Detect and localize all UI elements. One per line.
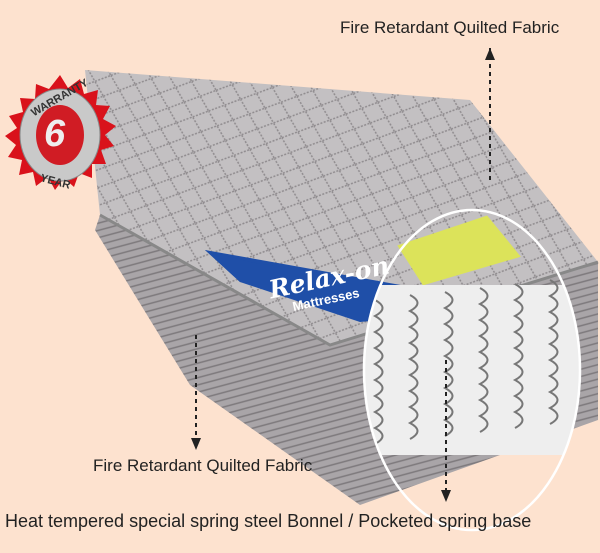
spring-cutaway [364, 279, 580, 455]
arrow-down-icon [191, 438, 201, 450]
warranty-badge [5, 75, 116, 190]
product-tag [397, 215, 521, 286]
label-top-fabric: Fire Retardant Quilted Fabric [340, 18, 560, 37]
callout-arrows [195, 48, 491, 490]
arrow-down-icon [441, 490, 451, 502]
highlight-circle [362, 208, 582, 532]
label-side-fabric: Fire Retardant Quilted Fabric [93, 456, 313, 475]
label-spring-base: Heat tempered special spring steel Bonne… [5, 511, 532, 531]
arrow-up-icon [485, 48, 495, 60]
warranty-years: 6 [44, 113, 66, 155]
